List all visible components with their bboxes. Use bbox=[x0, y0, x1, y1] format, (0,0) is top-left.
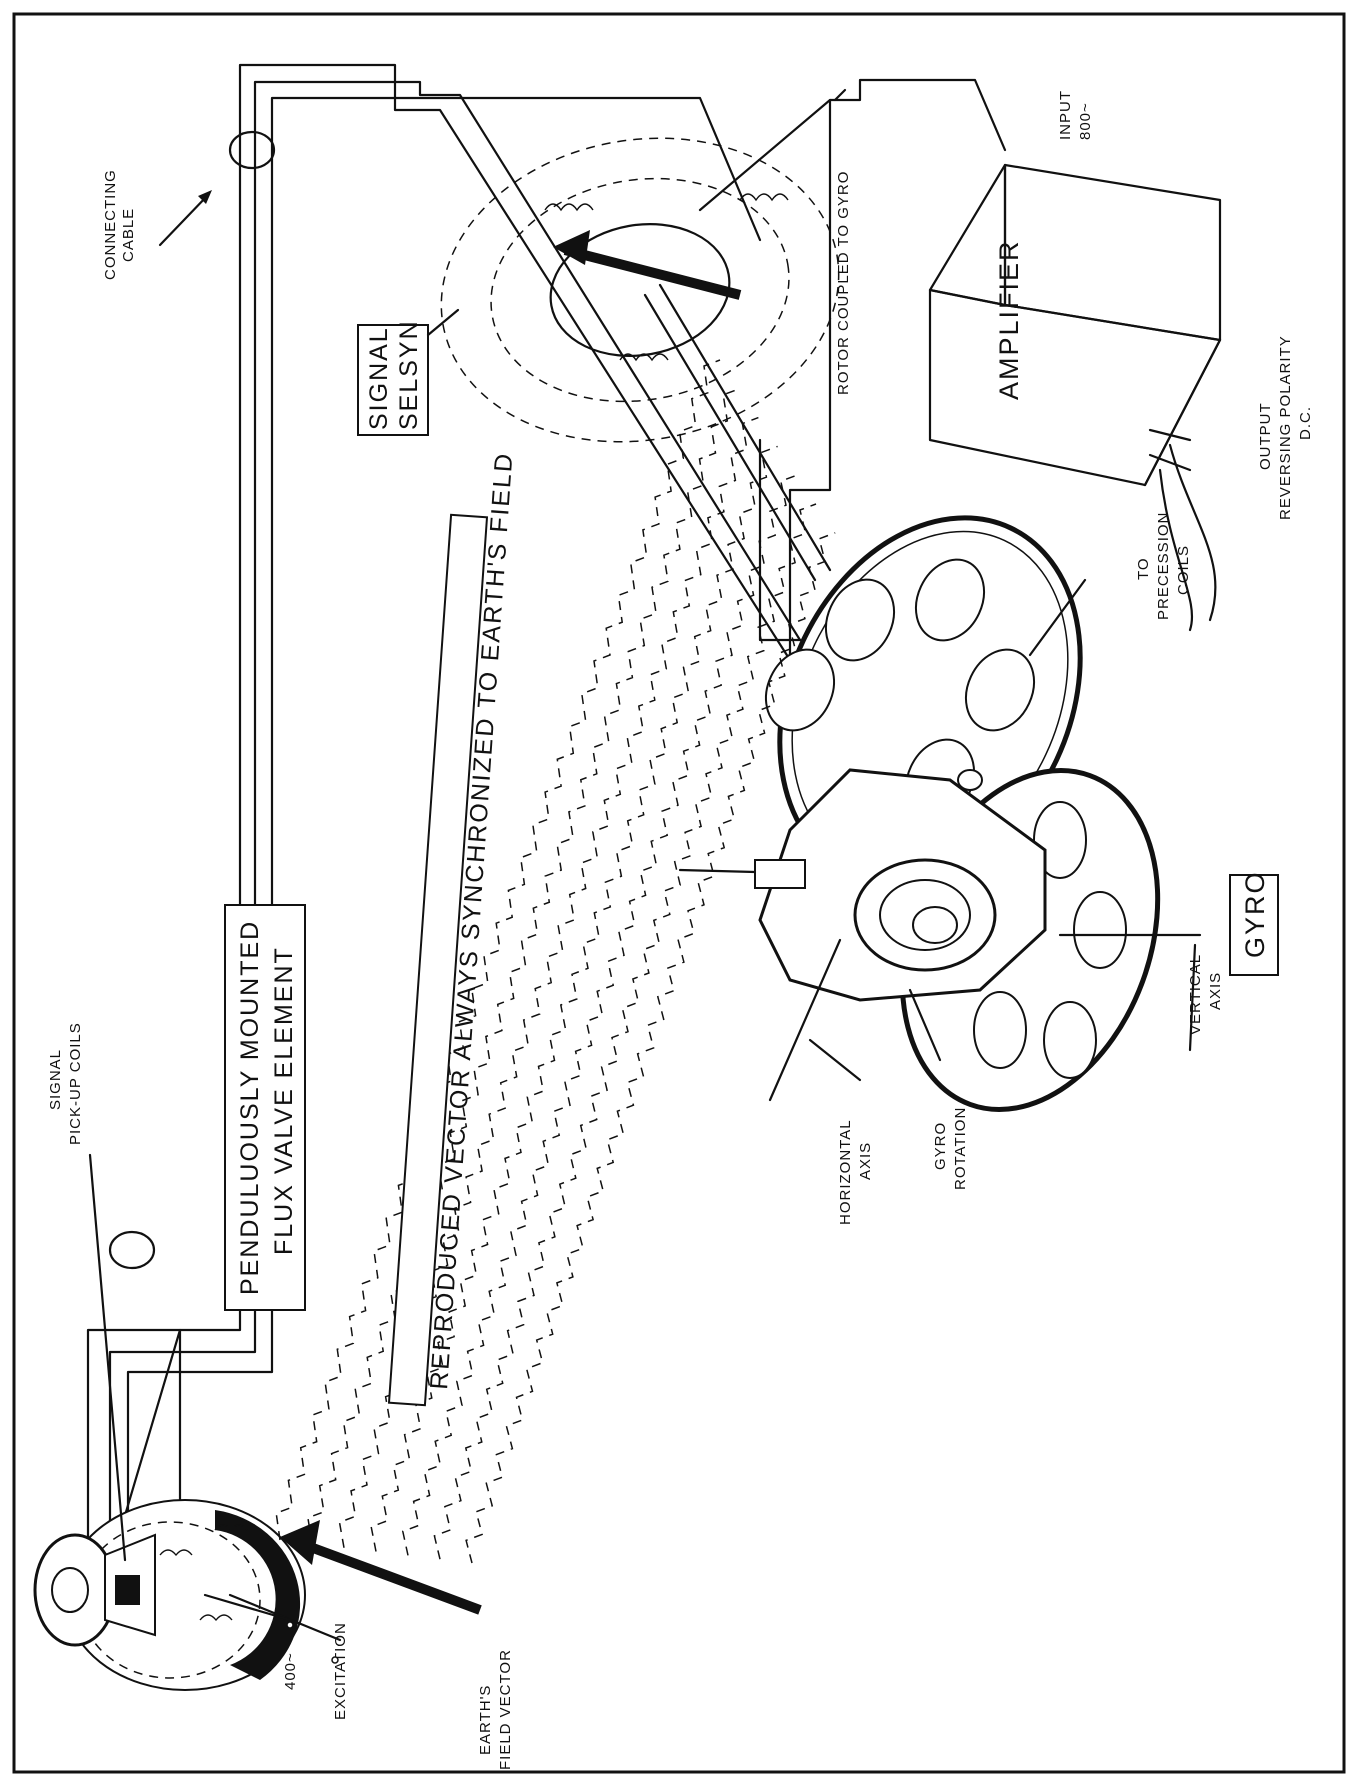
svg-text:FIELD VECTOR: FIELD VECTOR bbox=[497, 1649, 514, 1770]
horizontal-axis-label: HORIZONTAL bbox=[837, 1119, 854, 1225]
field-line bbox=[275, 359, 721, 1541]
reproduced-vector-label: REPRODUCED VECTOR ALWAYS SYNCHRONIZED TO… bbox=[387, 451, 519, 1407]
field-line bbox=[370, 445, 778, 1552]
gyro-label: GYRO bbox=[1229, 870, 1279, 976]
svg-text:SIGNAL: SIGNAL bbox=[365, 326, 393, 430]
signal-selsyn-label: SIGNAL SELSYN bbox=[357, 308, 460, 436]
svg-text:AXIS: AXIS bbox=[857, 1142, 874, 1180]
connecting-cable-label: CONNECTING bbox=[102, 169, 119, 280]
svg-text:800~: 800~ bbox=[1077, 102, 1094, 140]
svg-text:REVERSING POLARITY: REVERSING POLARITY bbox=[1277, 335, 1294, 520]
excitation-label: EXCITATION bbox=[332, 1622, 349, 1720]
field-line bbox=[307, 388, 740, 1544]
svg-text:PENDULUOUSLY MOUNTED: PENDULUOUSLY MOUNTED bbox=[236, 920, 264, 1295]
svg-text:GYRO: GYRO bbox=[1240, 870, 1270, 958]
svg-text:ROTATION: ROTATION bbox=[952, 1107, 969, 1190]
reproduced-vector-field bbox=[275, 359, 836, 1564]
amplifier-box: AMPLIFIER bbox=[928, 163, 1222, 632]
gyro-rotation-label: GYRO bbox=[932, 1122, 949, 1170]
gyro-assembly bbox=[678, 515, 1202, 1112]
output-label: OUTPUT bbox=[1257, 402, 1274, 470]
flux-valve-element bbox=[33, 1328, 306, 1691]
svg-text:PICK-UP COILS: PICK-UP COILS bbox=[67, 1022, 84, 1145]
to-precession-coils-label: TO bbox=[1135, 557, 1152, 580]
connecting-cable bbox=[86, 63, 1007, 1642]
svg-text:COILS: COILS bbox=[1175, 545, 1192, 595]
amplifier-label: AMPLIFIER bbox=[994, 239, 1024, 400]
field-line bbox=[433, 503, 817, 1560]
earths-field-arrow bbox=[280, 1520, 482, 1615]
field-line bbox=[401, 474, 798, 1556]
svg-text:SELSYN: SELSYN bbox=[395, 319, 423, 430]
input-label: INPUT bbox=[1057, 90, 1074, 140]
svg-text:PRECESSION: PRECESSION bbox=[1155, 512, 1172, 620]
vertical-axis-label: VERTICAL bbox=[1187, 954, 1204, 1035]
flux-valve-label: PENDULUOUSLY MOUNTED FLUX VALVE ELEMENT bbox=[224, 904, 306, 1311]
svg-text:FLUX VALVE ELEMENT: FLUX VALVE ELEMENT bbox=[270, 946, 298, 1255]
page-frame bbox=[12, 12, 1346, 1774]
selsyn-rotor-arrow bbox=[553, 230, 590, 265]
svg-text:AXIS: AXIS bbox=[1207, 972, 1224, 1010]
signal-pickup-label: SIGNAL bbox=[47, 1049, 64, 1110]
svg-text:D.C.: D.C. bbox=[1297, 406, 1314, 440]
signal-selsyn bbox=[440, 137, 840, 582]
field-line bbox=[465, 532, 836, 1564]
earths-field-label: EARTH'S bbox=[477, 1685, 494, 1755]
svg-text:CABLE: CABLE bbox=[120, 208, 137, 262]
freq-400-label: 400~ bbox=[282, 1652, 299, 1690]
rotor-coupled-label: ROTOR COUPLED TO GYRO bbox=[835, 171, 852, 395]
